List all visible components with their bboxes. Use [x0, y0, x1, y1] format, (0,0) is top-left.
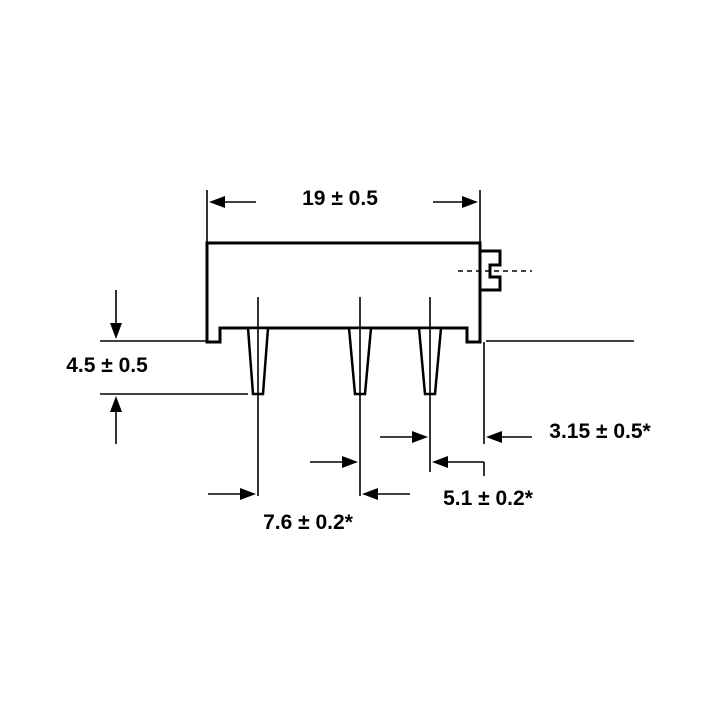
pin-pitch-wide-label: 7.6 ± 0.2*: [263, 511, 354, 534]
edge-to-pin-label: 3.15 ± 0.5*: [549, 420, 651, 443]
pin-pitch-narrow-dimension: [310, 456, 485, 476]
width-dimension: [206, 190, 481, 243]
pin-pitch-narrow-label: 5.1 ± 0.2*: [443, 487, 534, 510]
height-dimension: [100, 290, 248, 444]
width-label: 19 ± 0.5: [302, 187, 378, 210]
pin-pitch-wide-dimension: [208, 488, 410, 500]
adjustment-screw: [458, 249, 532, 292]
component-body: [205, 241, 482, 344]
height-label: 4.5 ± 0.5: [66, 354, 148, 377]
edge-to-pin-dimension: [380, 431, 532, 443]
